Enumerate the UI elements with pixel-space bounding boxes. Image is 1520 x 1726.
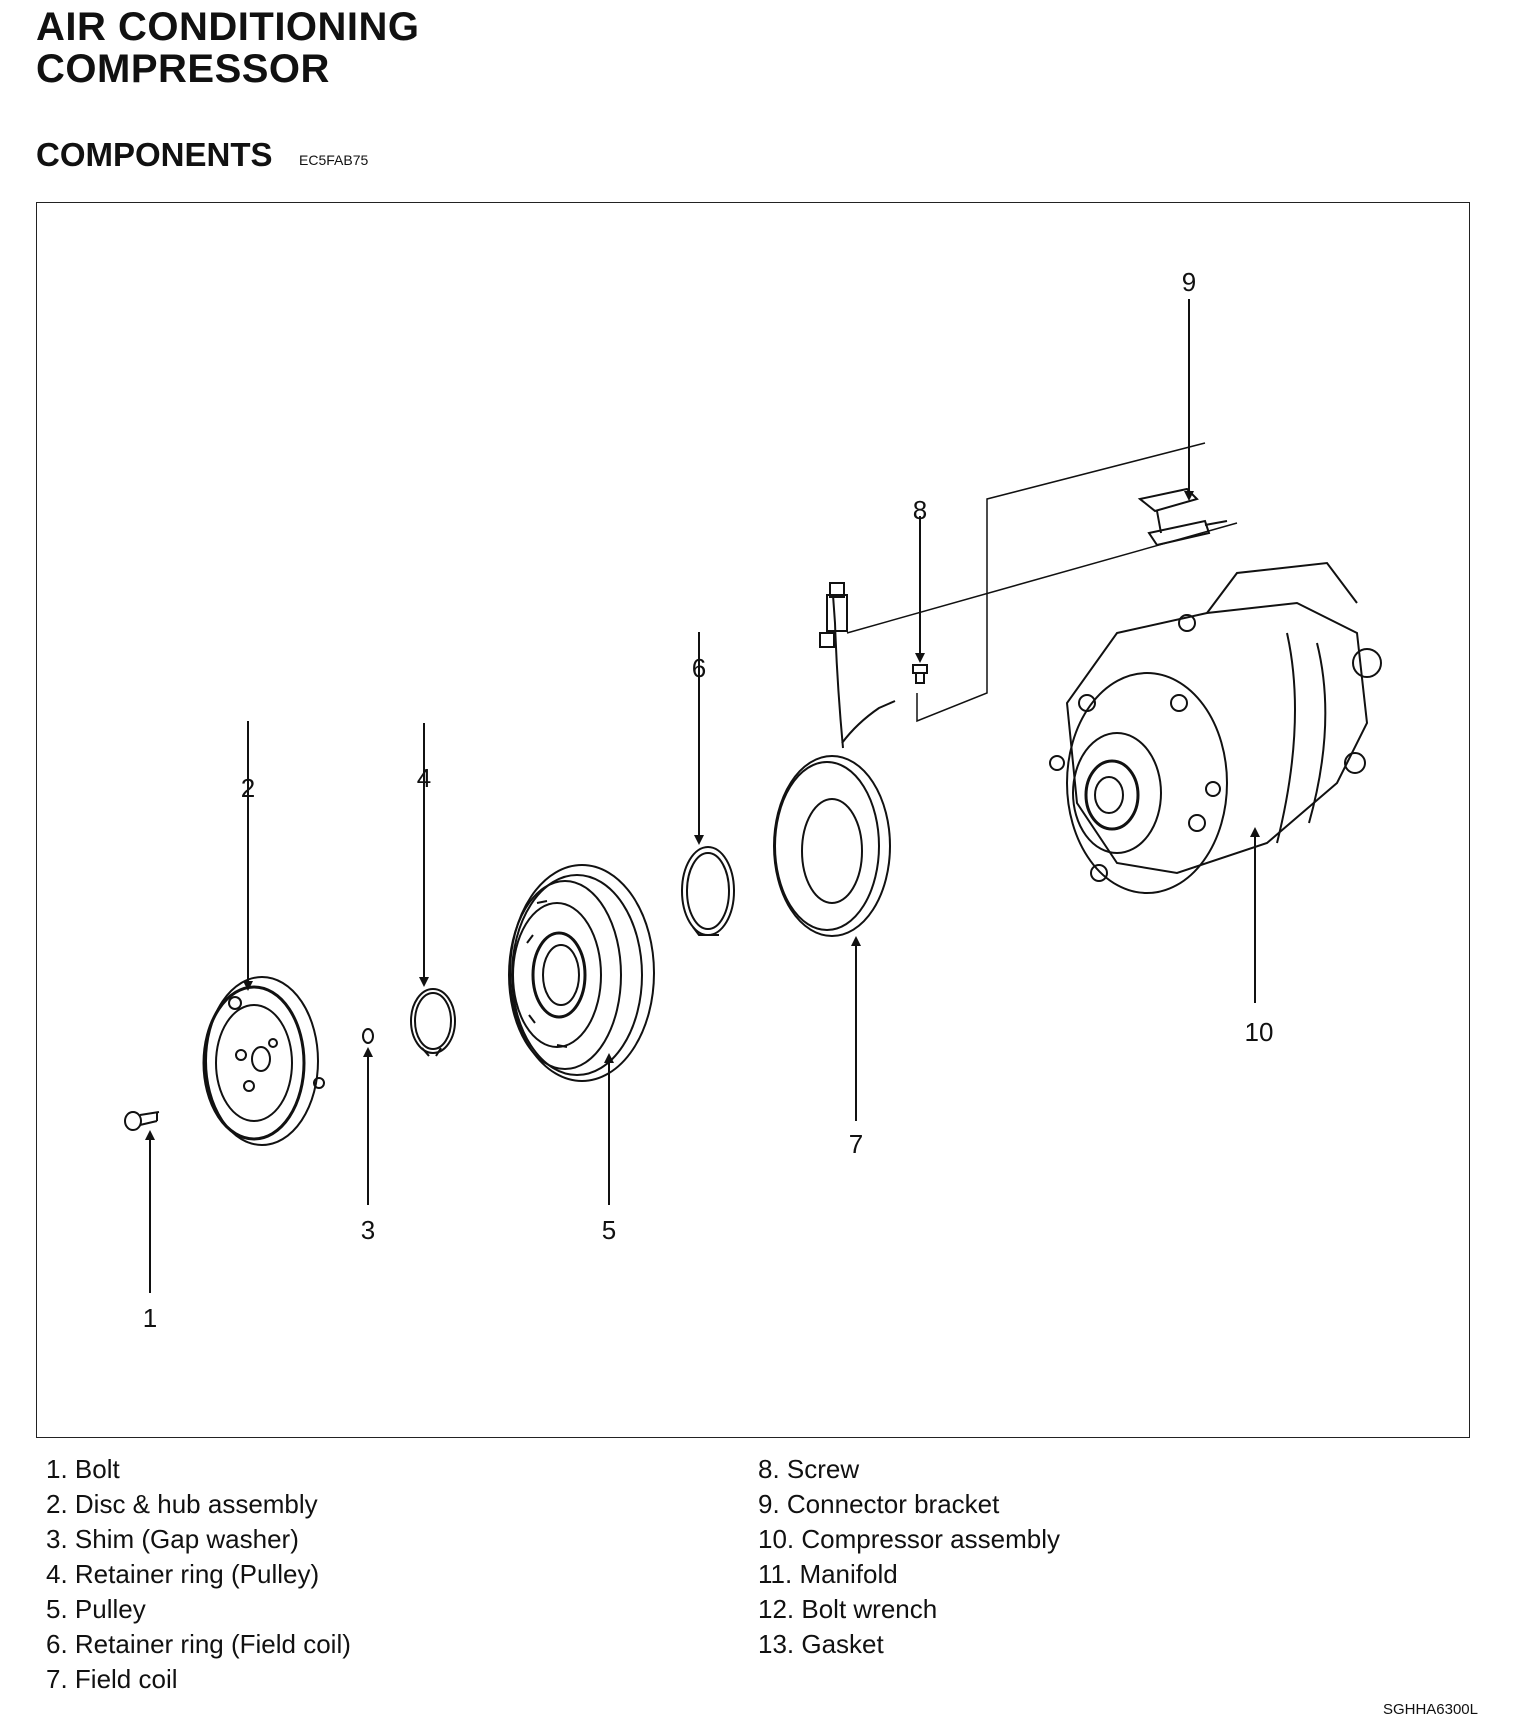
- title-line-1: AIR CONDITIONING: [36, 5, 420, 49]
- legend-item: 6. Retainer ring (Field coil): [46, 1629, 351, 1659]
- section-heading: COMPONENTS: [36, 136, 273, 173]
- assembly-guide-lines: [846, 442, 1238, 723]
- legend-item: 5. Pulley: [46, 1594, 146, 1624]
- legend-item: 10. Compressor assembly: [758, 1524, 1060, 1554]
- diagram-frame: 1 2 3 4 5 6 7 8 9 10: [36, 202, 1470, 1438]
- legend-item: 7. Field coil: [46, 1664, 178, 1694]
- section-code: EC5FAB75: [299, 152, 369, 168]
- callout-4: 4: [417, 763, 431, 793]
- leader-arrows: [145, 299, 1260, 1293]
- figure-code: SGHHA6300L: [1382, 1701, 1478, 1718]
- callout-6: 6: [692, 653, 706, 683]
- page-title: AIR CONDITIONING COMPRESSOR: [36, 6, 420, 90]
- legend-item: 11. Manifold: [758, 1559, 898, 1589]
- legend-right-column: 8. Screw 9. Connector bracket 10. Compre…: [758, 1452, 1060, 1662]
- connector-bracket-part: [1137, 487, 1228, 547]
- legend-item: 4. Retainer ring (Pulley): [46, 1559, 320, 1589]
- legend-item: 12. Bolt wrench: [758, 1594, 938, 1624]
- shim-part: [362, 1028, 374, 1044]
- callout-5: 5: [602, 1215, 616, 1245]
- callout-2: 2: [241, 773, 255, 803]
- legend-item: 13. Gasket: [758, 1629, 884, 1659]
- screw-part: [912, 664, 928, 684]
- legend-item: 8. Screw: [758, 1454, 860, 1484]
- retainer-ring-pulley-part: [410, 988, 456, 1057]
- callout-10: 10: [1245, 1017, 1274, 1047]
- callout-9: 9: [1182, 267, 1196, 297]
- callout-7: 7: [849, 1129, 863, 1159]
- legend-item: 9. Connector bracket: [758, 1489, 1000, 1519]
- legend-item: 3. Shim (Gap washer): [46, 1524, 299, 1554]
- callout-3: 3: [361, 1215, 375, 1245]
- legend-left-column: 1. Bolt 2. Disc & hub assembly 3. Shim (…: [46, 1452, 351, 1697]
- exploded-view-diagram: 1 2 3 4 5 6 7 8 9 10: [124, 267, 1382, 1333]
- callout-8: 8: [913, 495, 927, 525]
- title-line-2: COMPRESSOR: [36, 47, 330, 91]
- legend-item: 1. Bolt: [46, 1454, 120, 1484]
- compressor-assembly-part: [1049, 561, 1382, 894]
- disc-hub-part: [202, 976, 325, 1146]
- legend-item: 2. Disc & hub assembly: [46, 1489, 318, 1519]
- retainer-ring-field-coil-part: [681, 846, 735, 936]
- pulley-part: [508, 864, 655, 1082]
- bolt-part: [124, 1111, 160, 1131]
- field-coil-part: [773, 582, 896, 937]
- callout-1: 1: [143, 1303, 157, 1333]
